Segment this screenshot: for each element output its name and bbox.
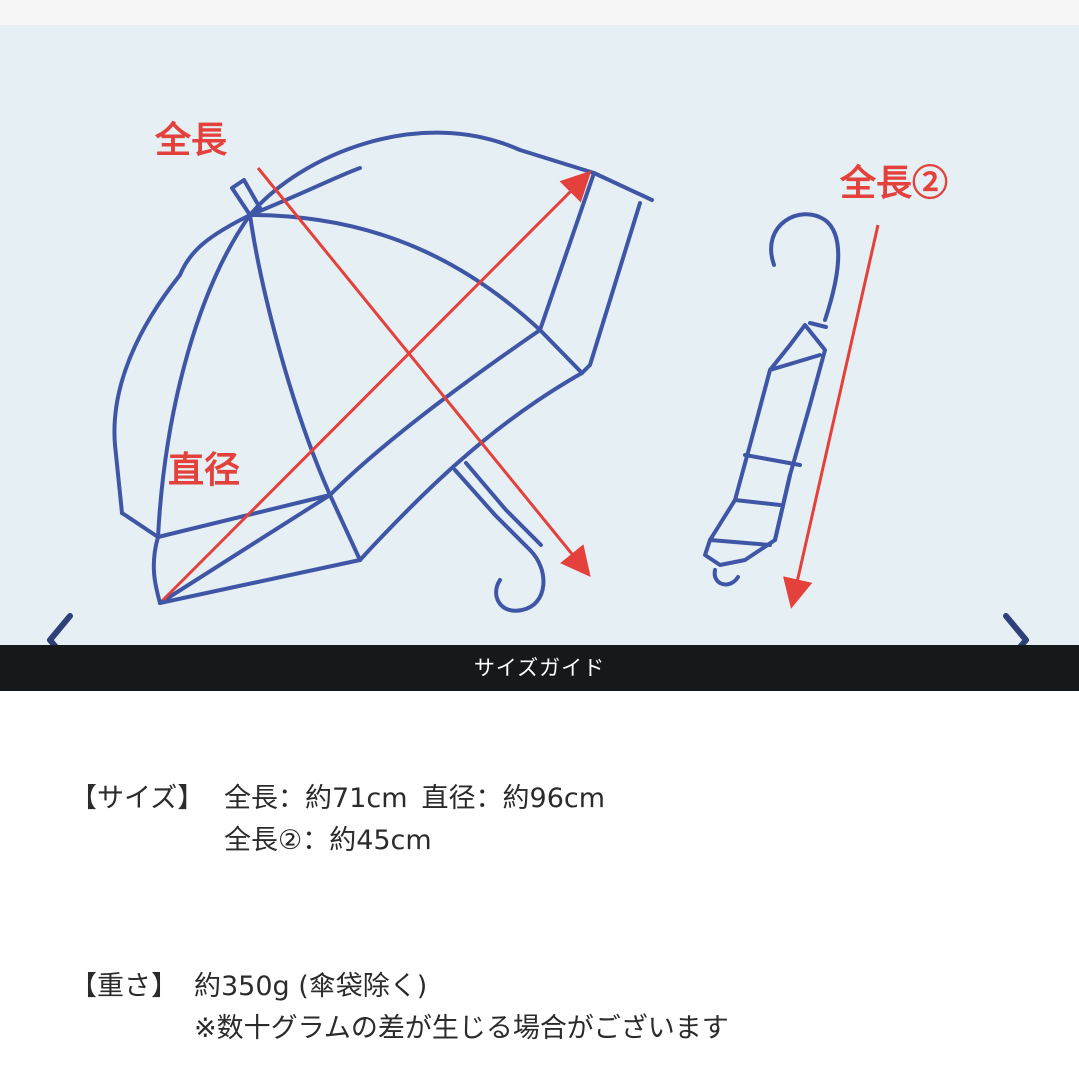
size-spec-line-1: 全長：約71cm 直径：約96cm bbox=[224, 778, 605, 820]
measurement-arrows bbox=[161, 167, 880, 609]
diameter-arrow bbox=[161, 170, 592, 602]
weight-spec-label: 【重さ】 bbox=[70, 971, 178, 1002]
size-spec-label: 【サイズ】 bbox=[70, 783, 205, 814]
total-length-2-arrow bbox=[783, 224, 880, 609]
label-total-length-2: 全長② bbox=[839, 162, 948, 203]
weight-spec: 【重さ】 約350g (傘袋除く) ※数十グラムの差が生じる場合がございます bbox=[70, 966, 970, 1056]
label-total-length: 全長 bbox=[154, 119, 228, 160]
umbrella-size-illustration: 全長 直径 全長② bbox=[112, 119, 948, 613]
chevron-left-icon[interactable] bbox=[40, 610, 80, 645]
chevron-right-icon[interactable] bbox=[996, 610, 1036, 645]
label-diameter: 直径 bbox=[168, 449, 240, 490]
size-spec: 【サイズ】 全長：約71cm 直径：約96cm 全長②：約45cm bbox=[70, 778, 870, 868]
total-length-value: 全長：約71cm bbox=[224, 783, 408, 814]
open-umbrella-drawing bbox=[112, 130, 654, 613]
diameter-value: 直径：約96cm bbox=[421, 783, 606, 814]
weight-note: ※数十グラムの差が生じる場合がございます bbox=[194, 1013, 729, 1044]
carousel-caption: サイズガイド bbox=[0, 645, 1079, 691]
size-guide-carousel: 全長 直径 全長② bbox=[0, 25, 1079, 645]
top-strip bbox=[0, 0, 1079, 25]
total-length-2-value: 全長②：約45cm bbox=[224, 825, 432, 856]
weight-value: 約350g (傘袋除く) bbox=[194, 971, 428, 1002]
total-length-arrow bbox=[256, 167, 591, 577]
closed-umbrella-drawing bbox=[703, 212, 841, 587]
